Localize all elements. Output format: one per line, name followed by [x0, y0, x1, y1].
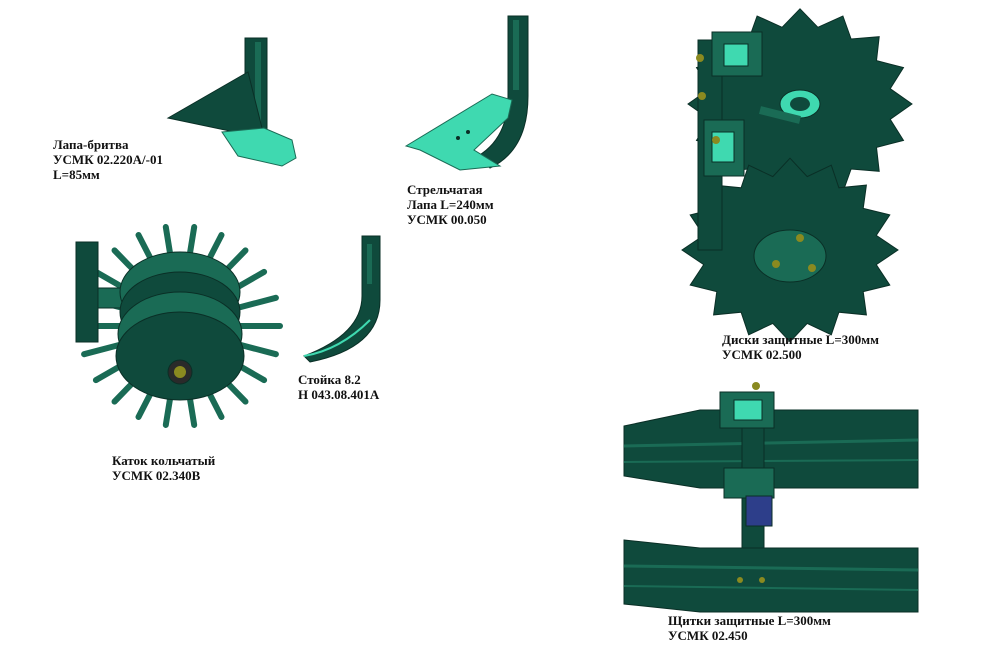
roller-spike [92, 268, 137, 297]
label-line: Н 043.08.401А [298, 387, 380, 402]
roller-spike [81, 294, 131, 313]
roller-spike [223, 268, 268, 297]
label-line: Диски защитные L=300мм [722, 332, 879, 347]
label-line: УСМК 02.220А/-01 [53, 152, 163, 167]
label-stoyka: Стойка 8.2 Н 043.08.401А [298, 372, 379, 402]
roller-spike [111, 247, 147, 284]
label-shchitki: Щитки защитные L=300мм УСМК 02.450 [668, 613, 831, 643]
label-katok: Каток кольчатый УСМК 02.340В [112, 453, 215, 483]
label-line: Стрельчатая [407, 182, 483, 197]
roller-spike [111, 368, 147, 405]
disc-shape [687, 8, 913, 200]
label-line: Стойка 8.2 [298, 372, 361, 387]
label-diski: Диски защитные L=300мм УСМК 02.500 [722, 332, 879, 362]
roller-spike [81, 339, 131, 358]
roller-spike [223, 355, 268, 384]
roller-spike [135, 377, 161, 420]
roller-spike [199, 377, 225, 420]
roller-spike [229, 294, 279, 313]
label-line: L=85мм [53, 167, 100, 182]
roller-spike [213, 368, 249, 405]
label-line: УСМК 02.500 [722, 347, 802, 362]
label-line: УСМК 02.450 [668, 628, 748, 643]
roller-spike [213, 247, 249, 284]
label-line: Каток кольчатый [112, 453, 216, 468]
label-line: Лапа L=240мм [407, 197, 494, 212]
disc-shape [681, 157, 899, 343]
roller-spike [92, 355, 137, 384]
label-strelchataya: Стрельчатая Лапа L=240мм УСМК 00.050 [407, 182, 494, 227]
label-line: Щитки защитные L=300мм [668, 613, 831, 628]
roller-spike [184, 224, 198, 270]
label-line: Лапа-бритва [53, 137, 129, 152]
roller-spike [162, 382, 176, 428]
roller-spike [199, 232, 225, 275]
roller-spike [162, 224, 176, 270]
roller-spike [184, 382, 198, 428]
roller-spike [229, 339, 279, 358]
label-lapa-britva: Лапа-бритва УСМК 02.220А/-01 L=85мм [53, 137, 163, 182]
label-line: УСМК 00.050 [407, 212, 487, 227]
label-line: УСМК 02.340В [112, 468, 201, 483]
roller-spike [135, 232, 161, 275]
